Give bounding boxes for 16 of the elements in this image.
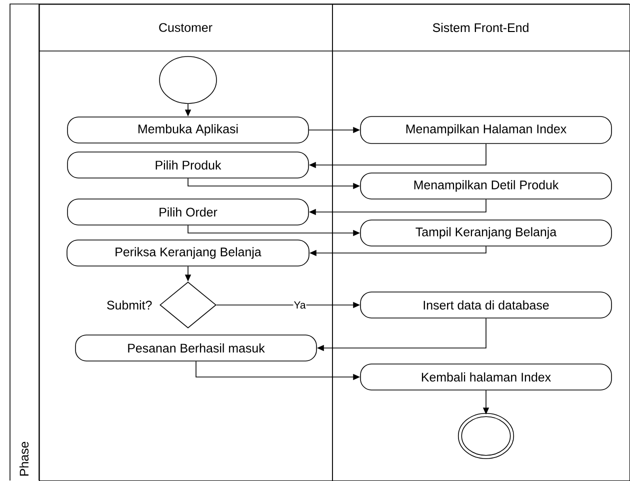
phase-label: Phase [19,442,29,476]
activity-box: Periksa Keranjang Belanja [66,240,310,266]
activity-box: Kembali halaman Index [360,364,612,390]
activity-box: Membuka Aplikasi [67,116,309,144]
activity-box: Pesanan Berhasil masuk [75,334,317,362]
activity-box: Insert data di database [360,292,612,318]
activity-box: Tampil Keranjang Belanja [360,220,612,246]
initial-node [159,56,217,104]
activity-box: Menampilkan Halaman Index [360,116,612,144]
decision-label: Submit? [107,300,152,310]
activity-box: Pilih Order [67,198,309,226]
activity-box: Pilih Produk [67,152,309,178]
final-node [458,412,514,460]
decision-diamond [160,282,216,328]
edge-label: Ya [294,301,306,309]
activity-box: Menampilkan Detil Produk [360,172,612,200]
